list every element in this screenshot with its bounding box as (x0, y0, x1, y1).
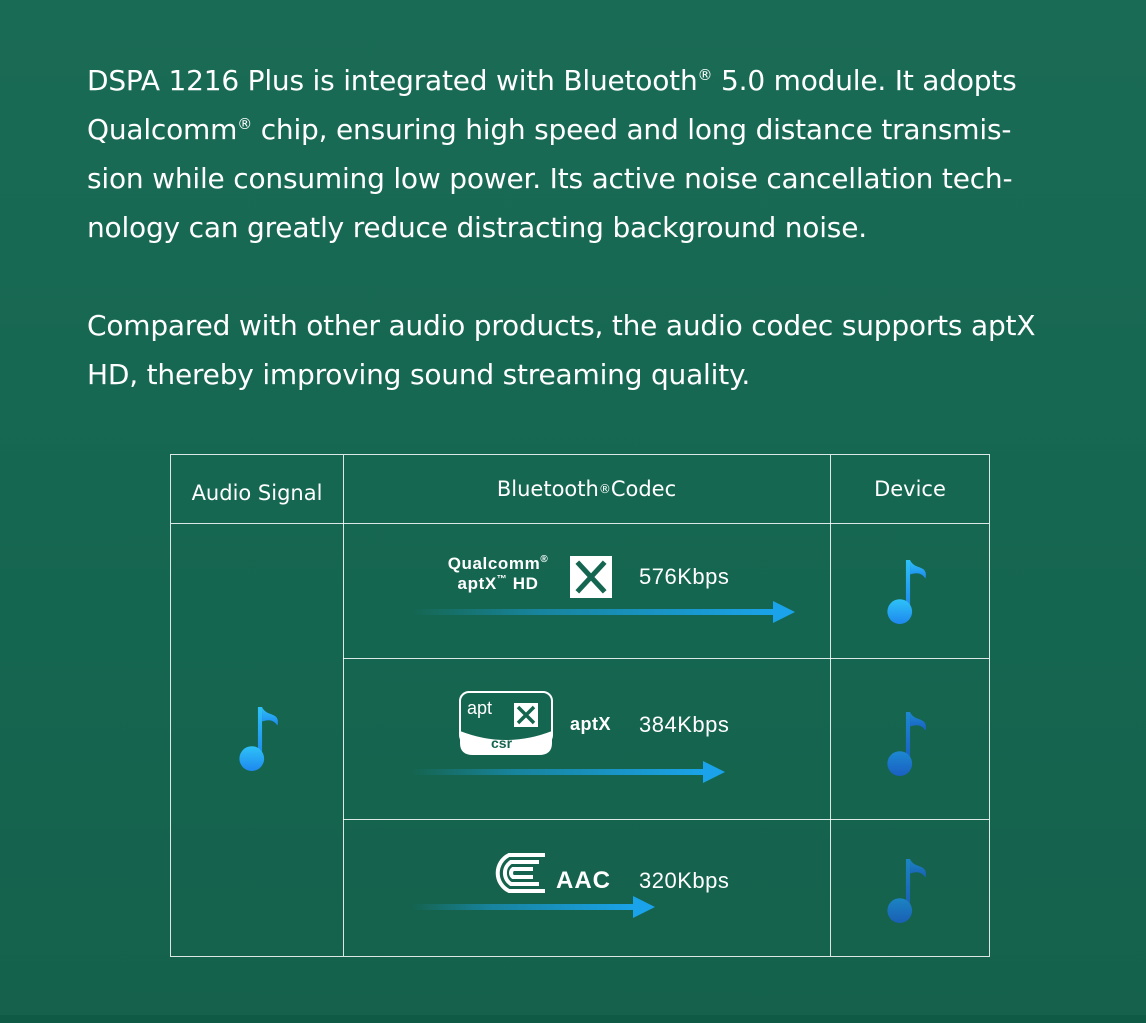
brand-suffix: HD (507, 574, 539, 593)
registered-mark: ® (540, 554, 549, 565)
aptx-logo-text: apt (467, 698, 493, 718)
aptx-x-icon (570, 556, 612, 598)
header-codec-text: Bluetooth (496, 477, 599, 501)
codec-label-aac: AAC (556, 867, 611, 894)
header-bluetooth-codec: Bluetooth® Codec (496, 477, 677, 501)
intro-paragraph-2: Compared with other audio products, the … (87, 301, 1067, 399)
bottom-strip (0, 1015, 1146, 1023)
registered-mark: ® (237, 115, 253, 133)
intro-paragraph-1: DSPA 1216 Plus is integrated with Blueto… (87, 56, 1067, 252)
arrow-right-icon (411, 601, 795, 623)
bitrate-aptx-hd: 576Kbps (639, 564, 730, 589)
divider (830, 455, 831, 956)
aac-logo-icon (495, 853, 545, 893)
header-device: Device (874, 477, 946, 501)
registered-mark: ® (697, 66, 713, 84)
intro-text-a: DSPA 1216 Plus is integrated with Blueto… (87, 64, 698, 97)
header-audio-signal: Audio Signal (191, 481, 323, 505)
trademark: ™ (496, 574, 508, 585)
divider (343, 819, 989, 820)
header-codec-text-b: Codec (610, 477, 677, 501)
divider (171, 523, 989, 524)
aptx-hd-text: aptX™ HD (433, 574, 563, 594)
qualcomm-aptx-hd-logo: Qualcomm® aptX™ HD (433, 554, 563, 594)
x-mark-icon (575, 560, 607, 594)
brand-name: Qualcomm (447, 554, 541, 573)
arrow-right-icon (411, 761, 725, 783)
intro-text-b: 5.0 module. It adopts Qualcomm (87, 64, 1017, 146)
qualcomm-text: Qualcomm® (433, 554, 563, 574)
arrow-right-icon (411, 896, 655, 918)
music-note-icon (887, 558, 929, 626)
divider (343, 455, 344, 956)
csr-logo-text: csr (491, 735, 513, 751)
codec-label-aptx: aptX (570, 714, 612, 734)
divider (343, 658, 989, 659)
aptx-csr-logo: apt csr (459, 691, 553, 757)
music-note-icon (887, 710, 929, 778)
bitrate-aptx: 384Kbps (639, 712, 730, 737)
bitrate-aac: 320Kbps (639, 868, 730, 893)
music-note-icon (239, 705, 281, 773)
intro-text-2: Compared with other audio products, the … (87, 309, 1036, 391)
aptx-csr-badge-icon (459, 691, 553, 755)
codec-comparison-table: Audio Signal Bluetooth® Codec Device Qua… (170, 454, 990, 957)
intro-text-c: chip, ensuring high speed and long dista… (87, 113, 1013, 244)
music-note-icon (887, 857, 929, 925)
brand-name: aptX (457, 574, 497, 593)
